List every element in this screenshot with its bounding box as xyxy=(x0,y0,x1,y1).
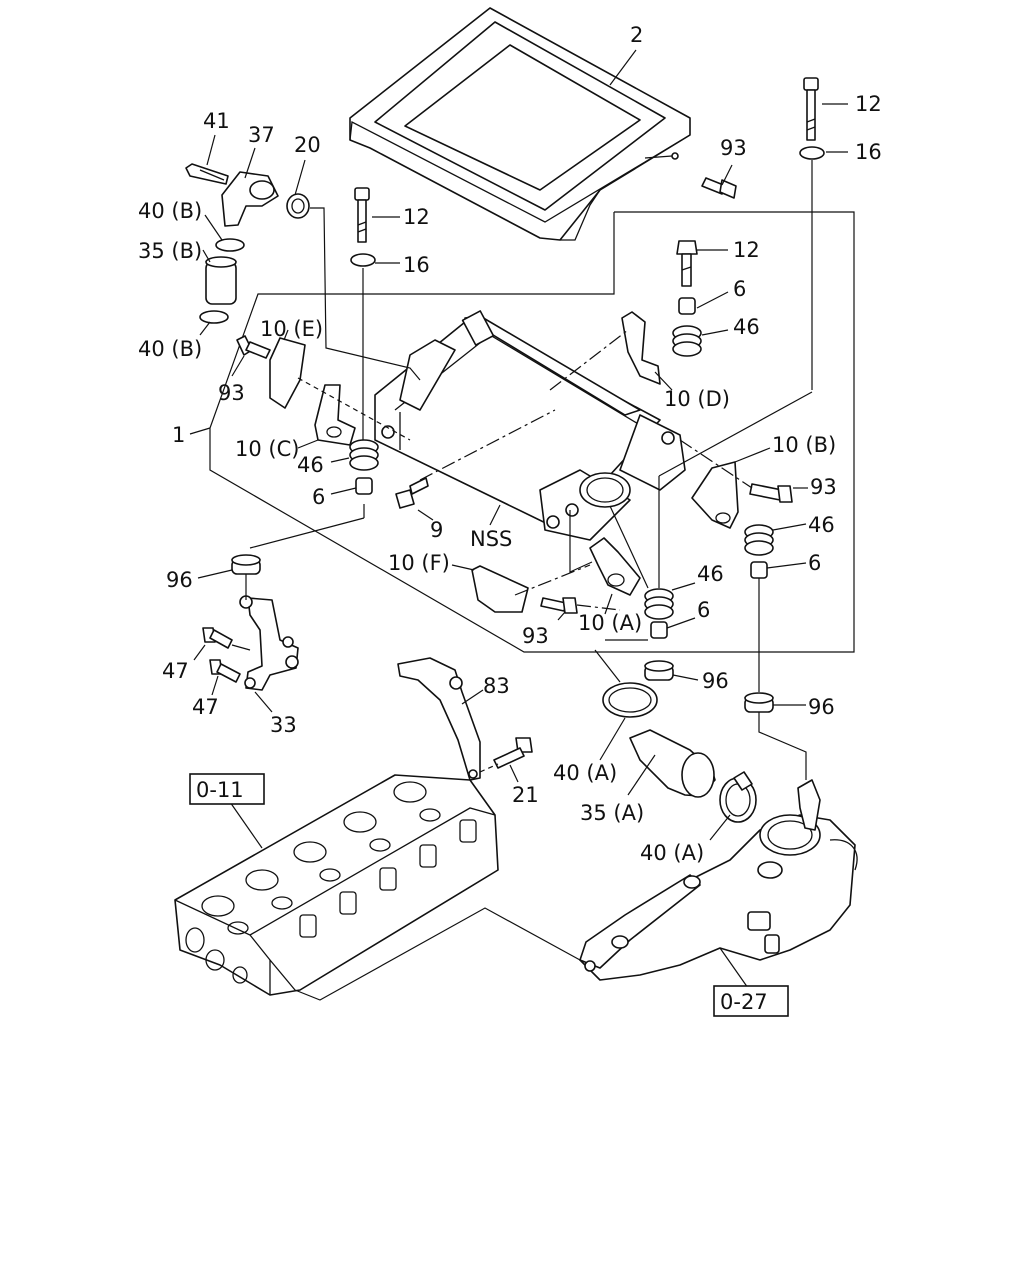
assembly-boundary-line xyxy=(209,211,855,653)
bolt-12-center xyxy=(350,187,376,267)
callout-37: 37 xyxy=(248,123,275,147)
leader-lines xyxy=(189,49,848,1001)
bolt-12-mid xyxy=(676,240,698,287)
cushion-96-center xyxy=(644,660,674,681)
callout-40B: 40 (B) xyxy=(138,199,202,223)
callout-12: 12 xyxy=(403,205,430,229)
callout-10C: 10 (C) xyxy=(235,437,299,461)
bracket-33 xyxy=(239,595,299,691)
bolt-21 xyxy=(493,737,533,769)
reference-box-0-27: 0-27 xyxy=(713,985,789,1017)
bracket-10D xyxy=(621,311,661,385)
bolt-93-left xyxy=(236,335,271,359)
callout-1: 1 xyxy=(172,423,185,447)
cushion-96-right xyxy=(744,692,774,713)
callout-33: 33 xyxy=(270,713,297,737)
callout-9: 9 xyxy=(430,518,443,542)
callout-93: 93 xyxy=(218,381,245,405)
bolt-93-cover xyxy=(701,177,737,199)
callout-6: 6 xyxy=(733,277,746,301)
bolt-47-upper xyxy=(202,627,233,649)
callout-96: 96 xyxy=(808,695,835,719)
reference-0-27: 0-27 xyxy=(720,990,768,1014)
callout-93: 93 xyxy=(810,475,837,499)
bolt-9 xyxy=(395,477,429,509)
intake-manifold xyxy=(579,779,858,981)
washer-16-right xyxy=(799,146,825,160)
clamp-40B-upper xyxy=(215,238,245,252)
callout-47: 47 xyxy=(162,659,189,683)
cylinder-head xyxy=(174,774,499,996)
reference-box-0-11: 0-11 xyxy=(189,773,265,805)
bracket-10C xyxy=(314,384,356,446)
callout-6: 6 xyxy=(312,485,325,509)
bolt-12-right xyxy=(799,77,825,160)
outlet-elbow-group xyxy=(185,163,310,324)
callout-12: 12 xyxy=(733,238,760,262)
cushion-96-left xyxy=(231,554,261,575)
callout-16: 16 xyxy=(855,140,882,164)
intercooler-cover xyxy=(349,7,691,241)
callout-12: 12 xyxy=(855,92,882,116)
callout-labels: 2 12 16 93 41 37 20 40 (B) 12 35 (B) 12 … xyxy=(138,23,882,865)
callout-83: 83 xyxy=(483,674,510,698)
callout-93: 93 xyxy=(720,136,747,160)
callout-10D: 10 (D) xyxy=(664,387,730,411)
washer-16-center xyxy=(350,253,376,267)
reference-0-11: 0-11 xyxy=(196,778,244,802)
mount-stack-d xyxy=(672,297,702,357)
mount-stack-a xyxy=(644,588,674,639)
elbow-37 xyxy=(221,171,279,227)
intercooler-core xyxy=(374,310,686,541)
mount-stack-c xyxy=(349,439,379,495)
gasket-20 xyxy=(286,193,310,219)
callout-46: 46 xyxy=(733,315,760,339)
hose-35B xyxy=(205,261,237,305)
bracket-10B xyxy=(691,461,739,529)
callout-93: 93 xyxy=(522,624,549,648)
bracket-10F xyxy=(471,565,529,613)
callout-96: 96 xyxy=(702,669,729,693)
callout-47: 47 xyxy=(192,695,219,719)
callout-20: 20 xyxy=(294,133,321,157)
mount-stack-b xyxy=(744,524,774,579)
callout-46: 46 xyxy=(697,562,724,586)
callout-40B: 40 (B) xyxy=(138,337,202,361)
callout-10E: 10 (E) xyxy=(260,317,323,341)
callout-40A: 40 (A) xyxy=(553,761,617,785)
callout-21: 21 xyxy=(512,783,539,807)
callout-35A: 35 (A) xyxy=(580,801,644,825)
callout-41: 41 xyxy=(203,109,230,133)
callout-96: 96 xyxy=(166,568,193,592)
callout-10A: 10 (A) xyxy=(578,611,642,635)
callout-35B: 35 (B) xyxy=(138,239,202,263)
callout-46: 46 xyxy=(808,513,835,537)
hose-35A xyxy=(602,682,757,823)
callout-6: 6 xyxy=(808,551,821,575)
callout-40A: 40 (A) xyxy=(640,841,704,865)
callout-46: 46 xyxy=(297,453,324,477)
bolt-93-right xyxy=(749,483,793,503)
callout-10F: 10 (F) xyxy=(388,551,450,575)
bracket-83 xyxy=(397,657,481,781)
callout-16: 16 xyxy=(403,253,430,277)
bolt-41 xyxy=(185,163,229,185)
bolt-93-lower xyxy=(540,597,578,614)
bolt-47-lower xyxy=(209,659,241,683)
clamp-40B-lower xyxy=(199,310,229,324)
bracket-10E xyxy=(269,337,306,409)
callout-10B: 10 (B) xyxy=(772,433,836,457)
bracket-10A xyxy=(589,537,641,596)
callout-NSS: NSS xyxy=(470,527,512,551)
callout-2: 2 xyxy=(630,23,643,47)
callout-6: 6 xyxy=(697,598,710,622)
